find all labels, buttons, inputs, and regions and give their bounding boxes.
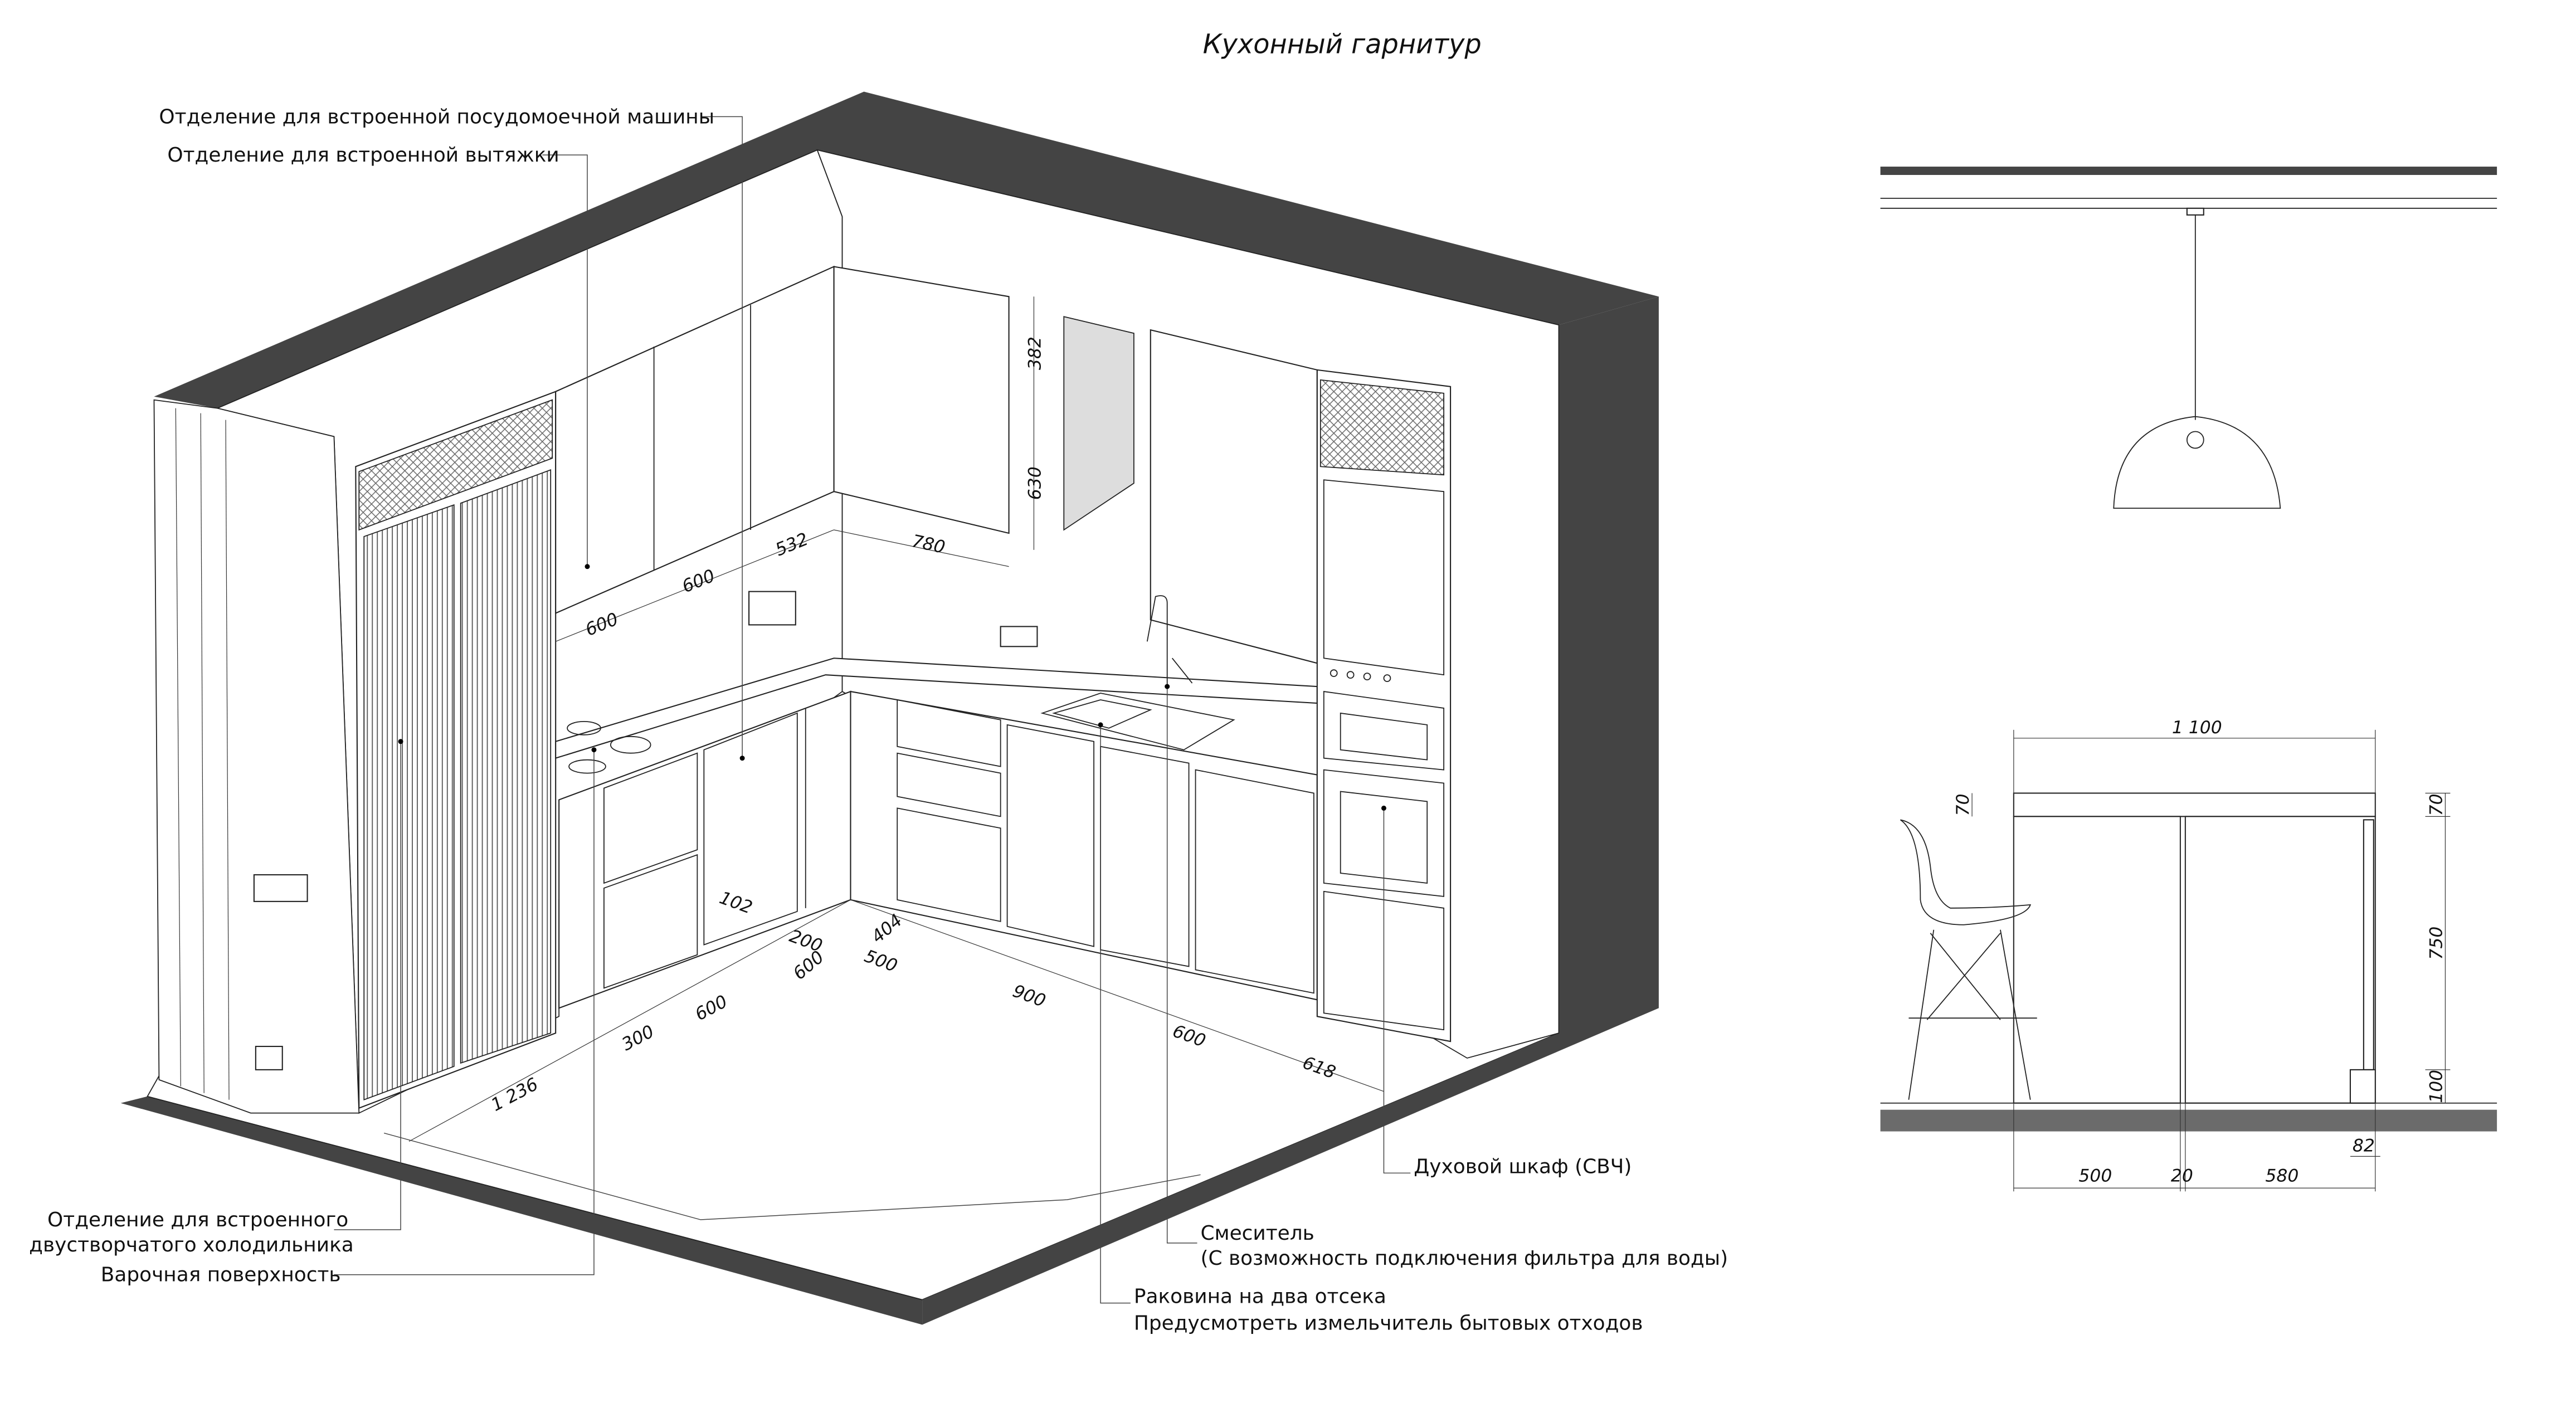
dim-top-left-70: 70: [1953, 793, 1973, 816]
upper-cabinets-back: [833, 266, 1010, 534]
ceiling-slab: [1880, 167, 2497, 176]
label-dishwasher: Отделение для встроенной посудомоечной м…: [159, 105, 714, 128]
callout-dots: [398, 564, 1386, 811]
lamp-bulb: [2186, 431, 2204, 449]
floor-section: [1880, 1109, 2497, 1132]
fridge-ventilation-grille: [358, 399, 553, 531]
hood-niche: [1063, 316, 1134, 531]
wall-switch: [255, 1045, 283, 1070]
oven-column: [1316, 369, 1452, 1042]
dim-height-630: 630: [1025, 466, 1045, 500]
label-fridge-2: двустворчатого холодильника: [29, 1234, 354, 1256]
double-sink: [1040, 693, 1235, 751]
bar-stool: [1900, 819, 2037, 1100]
backsplash-sockets: [748, 591, 796, 626]
drawing-title: Кухонный гарнитур: [1203, 30, 1482, 60]
label-sink-1: Раковина на два отсека: [1134, 1285, 1386, 1308]
bar-panel-left: [2013, 816, 2181, 1104]
cooktop: [567, 720, 651, 774]
bar-countertop: [2013, 792, 2376, 817]
floor-slab: [120, 1096, 923, 1325]
fridge-door-right: [460, 469, 552, 1064]
faucet: [1146, 595, 1193, 687]
callout-labels: Отделение для встроенной посудомоечной м…: [29, 105, 1728, 1334]
upper-cabinet-right: [1150, 329, 1318, 664]
top-wall-section: [154, 91, 1659, 408]
right-wall-section: [922, 296, 1659, 1325]
oven: [1323, 769, 1445, 897]
bar-panel-right: [2184, 816, 2376, 1104]
bar-counter-elevation: 1 100 70 70 750 100 82 500 20 580: [1880, 718, 2497, 1192]
label-faucet-2: (С возможность подключения фильтра для в…: [1200, 1247, 1728, 1270]
isometric-kitchen-view: 600 600 532 780 382 630 102 200 404 600 …: [29, 91, 1728, 1334]
dim-seg-20: 20: [2171, 1166, 2193, 1186]
label-sink-2: Предусмотреть измельчитель бытовых отход…: [1134, 1312, 1643, 1334]
lamp-shade: [2113, 416, 2281, 509]
dim-width-1100: 1 100: [2172, 718, 2222, 738]
microwave: [1323, 691, 1445, 771]
wall-socket-block: [253, 874, 308, 902]
label-hood: Отделение для встроенной вытяжки: [167, 144, 559, 167]
wall-column: [153, 399, 360, 1114]
fridge-door-left: [363, 504, 455, 1101]
oven-column-grille: [1319, 379, 1445, 476]
elevation-dimension-labels: 1 100 70 70 750 100 82 500 20 580: [1953, 718, 2446, 1186]
dim-offset-82: 82: [2353, 1136, 2375, 1156]
label-oven: Духовой шкаф (СВЧ): [1414, 1155, 1632, 1178]
dim-height-750: 750: [2426, 927, 2446, 960]
label-faucet-1: Смеситель: [1200, 1222, 1314, 1245]
callout-leaders: [334, 116, 1411, 1304]
dim-plinth-100: 100: [2426, 1070, 2446, 1103]
dim-seg-580: 580: [2265, 1166, 2299, 1186]
oven-controls: [1330, 669, 1391, 683]
iso-dimension-lines: [408, 296, 1384, 1142]
label-hob: Варочная поверхность: [101, 1264, 341, 1287]
dim-height-382: 382: [1025, 337, 1045, 370]
elevation-dimension-lines: [1971, 729, 2451, 1192]
dim-seg-500: 500: [2078, 1166, 2112, 1186]
backsplash-socket: [1000, 626, 1038, 647]
label-fridge-1: Отделение для встроенного: [47, 1209, 348, 1231]
dim-top-right-70: 70: [2426, 793, 2446, 816]
pendant-lamp-section: [1880, 167, 2497, 509]
